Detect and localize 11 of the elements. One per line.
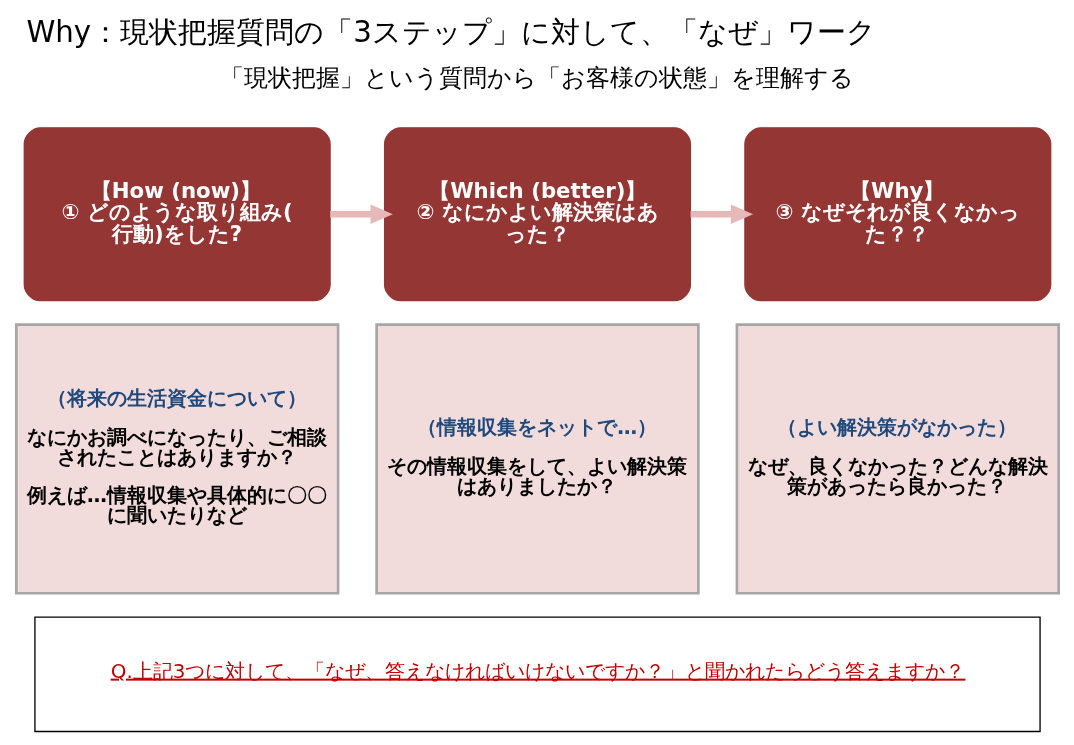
label: 「現状把握」という質問から「お客様の状態」を理解する (220, 63, 854, 92)
node-box: 【Which (better)】 ② なにかよい解決策はあった？ (383, 127, 691, 302)
arrow (690, 204, 753, 225)
node-box: 【Why】 ③ なぜそれが良くなかった？？ (743, 127, 1051, 302)
node-box: 【How (now)】 ① どのような取り組み(行動)をした? (23, 127, 331, 302)
node-box: Q.上記3つに対して、「なぜ、答えなければいけないですか？」と聞かれたらどう答えますか？ (33, 616, 1041, 733)
node-box: （よい解決策がなかった） なぜ、良くなかった？どんな解決策があったら良かった？ (735, 323, 1060, 595)
arrow (329, 204, 393, 225)
node-box: （将来の生活資金について） なにかお調べになったり、ご相談されたことはありますか？ 例えば…情報収集や具体的に〇〇に聞いたりなど (14, 323, 339, 595)
node-box: （情報収集をネットで…） その情報収集をして、よい解決策はありましたか？ (374, 323, 700, 595)
diagram-title: Why：現状把握質問の「3ステップ」に対して、「なぜ」ワーク (25, 15, 876, 50)
